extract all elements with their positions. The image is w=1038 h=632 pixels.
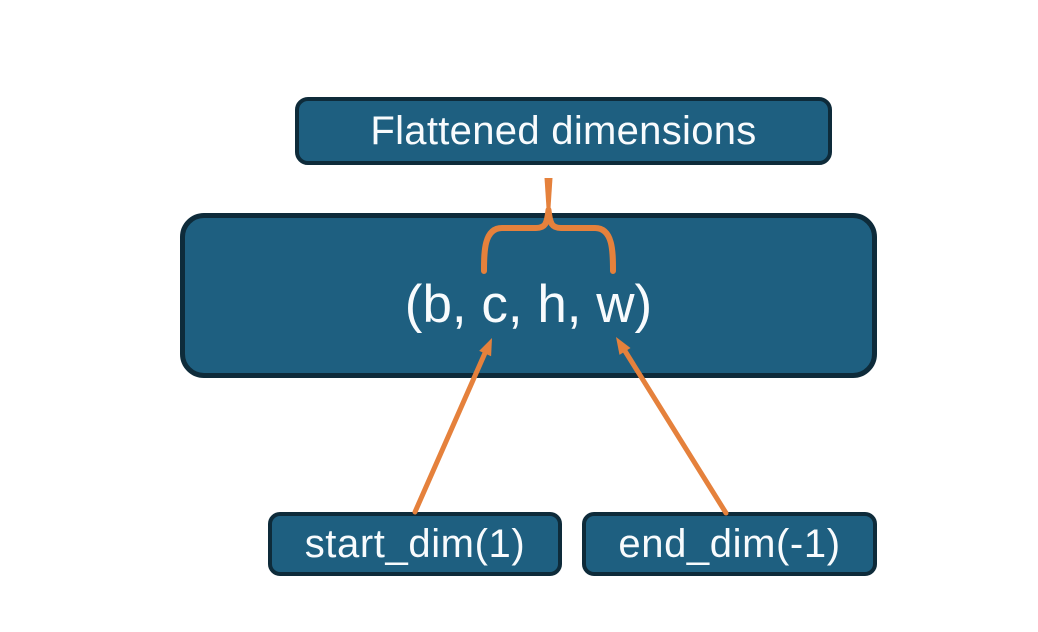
- tensor-shape-label: (b, c, h, w): [404, 275, 653, 334]
- end-dim-label: end_dim(-1): [618, 522, 841, 566]
- start-dim-label: start_dim(1): [304, 522, 526, 566]
- start-dim-box: start_dim(1): [268, 512, 562, 576]
- end-dim-box: end_dim(-1): [582, 512, 877, 576]
- flattened-dimensions-label: Flattened dimensions: [370, 109, 757, 153]
- flattened-dimensions-box: Flattened dimensions: [295, 97, 832, 165]
- tensor-shape-box: (b, c, h, w): [180, 213, 877, 378]
- brace-stem: [544, 178, 553, 216]
